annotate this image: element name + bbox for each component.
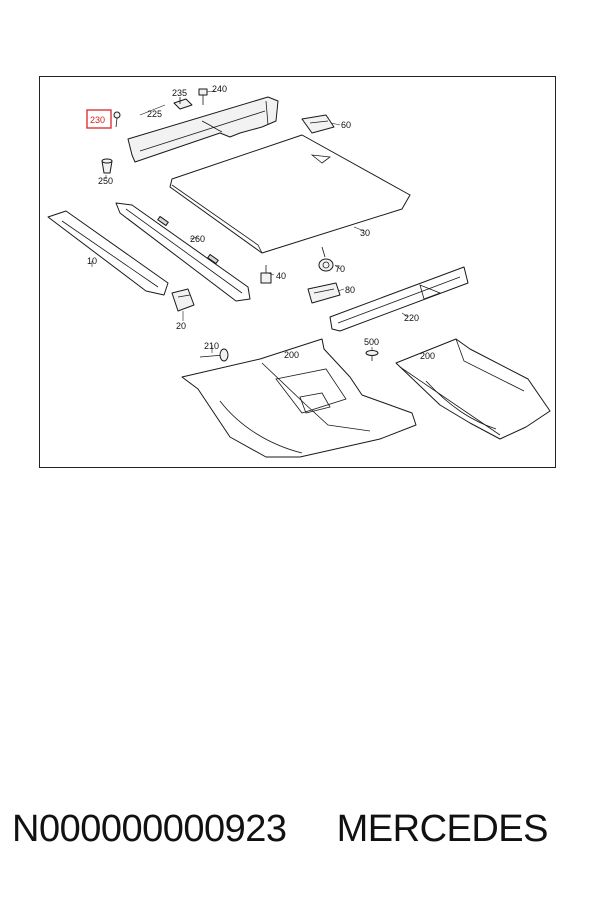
highlight-box-230 xyxy=(86,109,112,129)
footer-caption: N000000000923 MERCEDES xyxy=(12,808,592,858)
part-500-rivet[interactable] xyxy=(365,350,379,362)
callout-60[interactable]: 60 xyxy=(341,120,351,130)
callout-200-left[interactable]: 200 xyxy=(284,350,299,360)
callout-80[interactable]: 80 xyxy=(345,285,355,295)
parts-diagram: 230 225 235 240 60 250 30 10 260 70 40 8… xyxy=(47,84,551,458)
part-10-trim-strip[interactable] xyxy=(47,210,169,296)
part-30-load-floor[interactable] xyxy=(169,134,411,254)
callout-200-right[interactable]: 200 xyxy=(420,351,435,361)
part-250-plug[interactable] xyxy=(101,158,113,174)
part-230-screw[interactable] xyxy=(113,111,121,128)
part-200-right-side-pan[interactable] xyxy=(395,338,551,440)
parts-diagram-frame: 230 225 235 240 60 250 30 10 260 70 40 8… xyxy=(39,76,556,468)
callout-230[interactable]: 230 xyxy=(90,115,105,125)
callout-220[interactable]: 220 xyxy=(404,313,419,323)
callout-30[interactable]: 30 xyxy=(360,228,370,238)
callout-250[interactable]: 250 xyxy=(98,176,113,186)
callout-235[interactable]: 235 xyxy=(172,88,187,98)
part-40-bolt[interactable] xyxy=(260,265,272,284)
part-20-clip[interactable] xyxy=(171,288,195,312)
part-80-lock[interactable] xyxy=(307,282,341,304)
callout-210[interactable]: 210 xyxy=(204,341,219,351)
part-260-guide-rail[interactable] xyxy=(115,202,251,302)
callout-10[interactable]: 10 xyxy=(87,256,97,266)
brand-name: MERCEDES xyxy=(336,808,549,850)
part-200-left-floor-pan[interactable] xyxy=(181,338,417,458)
part-60-latch[interactable] xyxy=(301,114,335,134)
part-number: N000000000923 xyxy=(12,808,287,850)
part-225-trim-rail[interactable] xyxy=(127,96,279,163)
part-235-clip[interactable] xyxy=(173,97,193,110)
part-210-bolt[interactable] xyxy=(199,348,229,362)
part-220-side-rail[interactable] xyxy=(329,266,469,332)
callout-500[interactable]: 500 xyxy=(364,337,379,347)
callout-20[interactable]: 20 xyxy=(176,321,186,331)
leader-lines xyxy=(91,90,409,353)
callout-240[interactable]: 240 xyxy=(212,84,227,94)
part-240-screw[interactable] xyxy=(198,88,208,105)
callout-225[interactable]: 225 xyxy=(147,109,162,119)
part-70-tie-down[interactable] xyxy=(318,246,334,272)
callout-260[interactable]: 260 xyxy=(190,234,205,244)
callout-70[interactable]: 70 xyxy=(335,264,345,274)
callout-40[interactable]: 40 xyxy=(276,271,286,281)
